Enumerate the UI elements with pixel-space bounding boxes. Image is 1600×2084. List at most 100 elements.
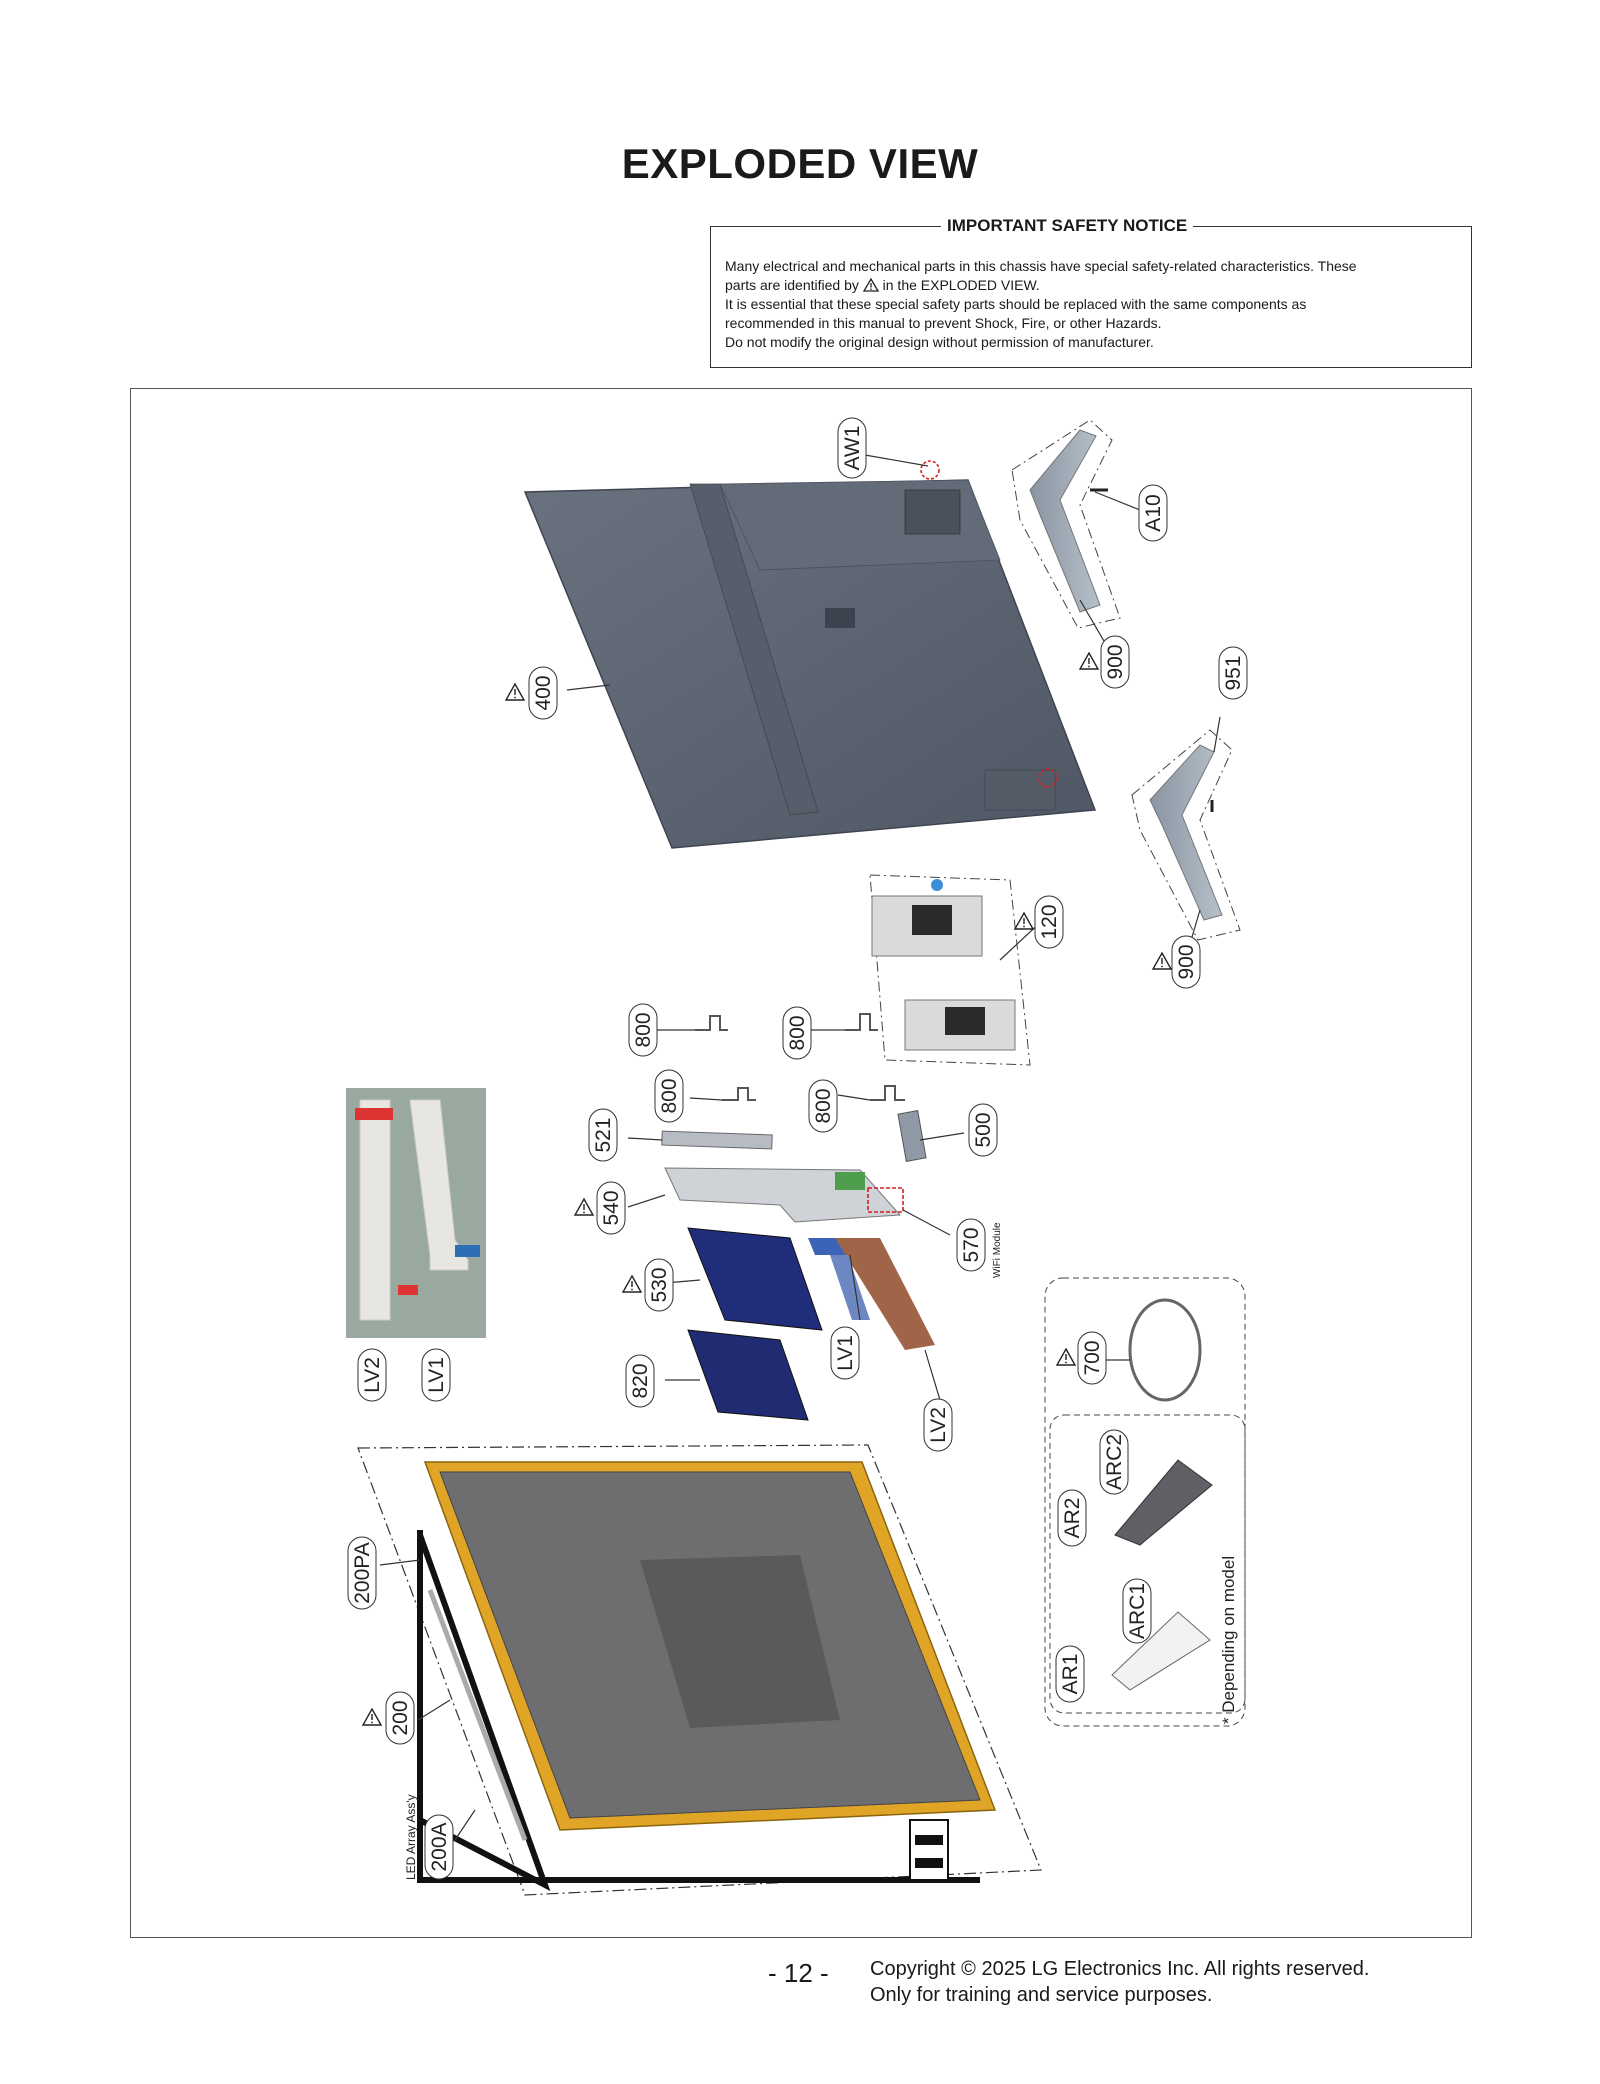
label-lv1-photo: LV1 <box>425 1357 448 1393</box>
label-521: 521 <box>592 1117 615 1152</box>
callout-a10: A10 <box>1138 484 1168 542</box>
callout-lv2-photo: LV2 <box>357 1348 387 1402</box>
stand-lower-part <box>1131 729 1241 941</box>
page-number: - 12 - <box>768 1958 829 1988</box>
callout-570: 570 <box>956 1218 986 1272</box>
safety-notice-box: IMPORTANT SAFETY NOTICE Many electrical … <box>710 216 1472 368</box>
stand-upper-part <box>1011 419 1121 629</box>
label-951: 951 <box>1222 655 1245 690</box>
label-700: 700 <box>1081 1340 1104 1375</box>
callout-200pa: 200PA <box>347 1536 377 1610</box>
board-500-part <box>897 1110 927 1162</box>
label-200: 200 <box>389 1700 412 1735</box>
warning-200-icon <box>362 1708 382 1726</box>
callout-400: 400 <box>528 666 558 720</box>
label-800-b: 800 <box>786 1015 809 1050</box>
label-lv2-cable: LV2 <box>927 1407 950 1443</box>
label-a10: A10 <box>1142 494 1165 531</box>
footer-copyright: Copyright © 2025 LG Electronics Inc. All… <box>870 1956 1369 2008</box>
callout-200: 200 <box>385 1691 415 1745</box>
label-530: 530 <box>648 1267 671 1302</box>
page-title: EXPLODED VIEW <box>621 140 979 187</box>
label-ar2: AR2 <box>1061 1498 1084 1539</box>
led-array-note: LED Array Ass'y <box>404 1794 418 1880</box>
bracket-800-parts <box>695 1013 905 1101</box>
safety-notice-line2-post: in the EXPLODED VIEW. <box>882 277 1040 293</box>
safety-notice-text: Many electrical and mechanical parts in … <box>725 257 1457 352</box>
copyright-line: Copyright © 2025 LG Electronics Inc. All… <box>870 1958 1370 1980</box>
label-200pa: 200PA <box>351 1542 374 1604</box>
label-800-d: 800 <box>812 1088 835 1123</box>
label-120: 120 <box>1038 904 1061 939</box>
speaker-assembly-part <box>869 874 1031 1066</box>
callout-200a: 200A <box>424 1814 454 1880</box>
accessory-box <box>1044 1277 1246 1727</box>
cable-photo-part <box>346 1088 486 1338</box>
label-lv1-cable: LV1 <box>834 1335 857 1371</box>
warning-900-lower-icon <box>1152 952 1172 970</box>
panel-assembly-part <box>357 1444 1042 1896</box>
callout-aw1: AW1 <box>837 417 867 479</box>
warning-540-icon <box>574 1198 594 1216</box>
board-530-part <box>687 1227 823 1331</box>
callout-500: 500 <box>968 1103 998 1157</box>
callout-lv2-cable: LV2 <box>923 1398 953 1452</box>
label-540: 540 <box>600 1190 623 1225</box>
safety-notice-line4: recommended in this manual to prevent Sh… <box>725 315 1162 331</box>
label-800-c: 800 <box>658 1078 681 1113</box>
label-400: 400 <box>532 675 555 710</box>
label-900-upper: 900 <box>1104 644 1127 679</box>
callout-ar1: AR1 <box>1055 1645 1085 1703</box>
board-540-part <box>664 1167 904 1223</box>
callout-951: 951 <box>1218 646 1248 700</box>
callout-800-c: 800 <box>654 1069 684 1123</box>
warning-900-upper-icon <box>1079 652 1099 670</box>
exploded-view-frame <box>130 388 1472 1938</box>
callout-700: 700 <box>1077 1331 1107 1385</box>
label-200a: 200A <box>428 1822 451 1871</box>
label-lv2-photo: LV2 <box>361 1357 384 1393</box>
callout-800-d: 800 <box>808 1079 838 1133</box>
callout-800-b: 800 <box>782 1006 812 1060</box>
label-820: 820 <box>629 1363 652 1398</box>
warning-530-icon <box>622 1275 642 1293</box>
warning-120-icon <box>1014 912 1034 930</box>
safety-notice-line1: Many electrical and mechanical parts in … <box>725 258 1357 274</box>
safety-notice-title: IMPORTANT SAFETY NOTICE <box>941 216 1194 236</box>
shield-820-part <box>687 1329 809 1421</box>
safety-notice-line2: parts are identified by in the EXPLODED … <box>725 276 1457 295</box>
label-arc2: ARC2 <box>1103 1434 1126 1490</box>
callout-900-lower: 900 <box>1171 935 1201 989</box>
label-570: 570 <box>960 1227 983 1262</box>
callout-arc1: ARC1 <box>1122 1578 1152 1644</box>
callout-120: 120 <box>1034 895 1064 949</box>
warning-triangle-icon <box>862 278 879 292</box>
purpose-line: Only for training and service purposes. <box>870 1984 1213 2006</box>
callout-521: 521 <box>588 1108 618 1162</box>
warning-400-icon <box>505 683 525 701</box>
callout-ar2: AR2 <box>1057 1489 1087 1547</box>
callout-540: 540 <box>596 1181 626 1235</box>
callout-900-upper: 900 <box>1100 635 1130 689</box>
label-900-lower: 900 <box>1175 944 1198 979</box>
wifi-module-note: WiFi Module <box>992 1222 1003 1278</box>
label-ar1: AR1 <box>1059 1654 1082 1695</box>
callout-800-a: 800 <box>628 1003 658 1057</box>
label-800-a: 800 <box>632 1012 655 1047</box>
back-cover-part <box>523 460 1097 849</box>
label-500: 500 <box>972 1112 995 1147</box>
warning-700-icon <box>1056 1348 1076 1366</box>
safety-notice-line2-pre: parts are identified by <box>725 277 859 293</box>
callout-lv1-cable: LV1 <box>830 1326 860 1380</box>
depending-on-model-note: * Depending on model <box>1219 1556 1238 1724</box>
callout-lv1-photo: LV1 <box>421 1348 451 1402</box>
callout-820: 820 <box>625 1354 655 1408</box>
safety-notice-line5: Do not modify the original design withou… <box>725 334 1154 350</box>
callout-530: 530 <box>644 1258 674 1312</box>
safety-notice-line3: It is essential that these special safet… <box>725 296 1307 312</box>
callout-arc2: ARC2 <box>1099 1429 1129 1495</box>
label-aw1: AW1 <box>841 426 864 471</box>
ribbon-cables-part <box>808 1238 935 1350</box>
label-arc1: ARC1 <box>1126 1583 1149 1639</box>
